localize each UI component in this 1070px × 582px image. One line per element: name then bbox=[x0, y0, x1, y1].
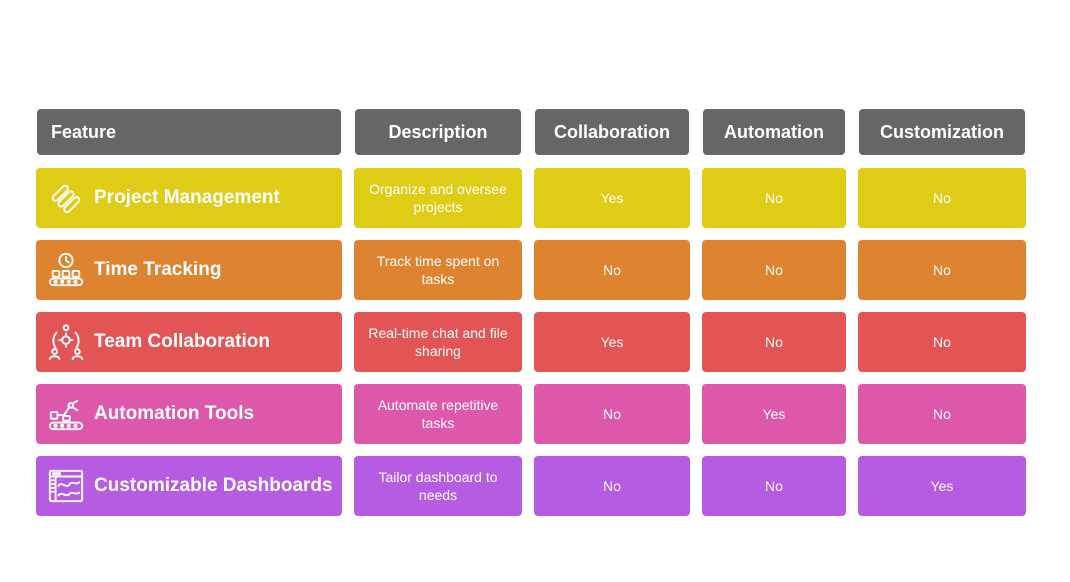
header-collaboration: Collaboration bbox=[535, 109, 689, 155]
time-tracking-icon bbox=[46, 250, 86, 290]
feature-label: Automation Tools bbox=[94, 403, 255, 424]
header-description: Description bbox=[355, 109, 521, 155]
description-cell: Track time spent on tasks bbox=[354, 240, 522, 300]
feature-label: Customizable Dashboards bbox=[94, 475, 333, 496]
description-cell: Automate repetitive tasks bbox=[354, 384, 522, 444]
customization-value: No bbox=[858, 168, 1026, 228]
header-customization: Customization bbox=[859, 109, 1025, 155]
feature-cell-team-collaboration: Team Collaboration bbox=[36, 312, 342, 372]
header-feature: Feature bbox=[37, 109, 341, 155]
automation-value: No bbox=[702, 312, 846, 372]
customization-value: No bbox=[858, 384, 1026, 444]
collaboration-value: No bbox=[534, 384, 690, 444]
collaboration-value: Yes bbox=[534, 312, 690, 372]
feature-label: Time Tracking bbox=[94, 259, 222, 280]
feature-cell-project-management: Project Management bbox=[36, 168, 342, 228]
description-cell: Tailor dashboard to needs bbox=[354, 456, 522, 516]
feature-cell-automation-tools: Automation Tools bbox=[36, 384, 342, 444]
collaboration-value: No bbox=[534, 240, 690, 300]
feature-cell-time-tracking: Time Tracking bbox=[36, 240, 342, 300]
collaboration-value: No bbox=[534, 456, 690, 516]
automation-value: No bbox=[702, 456, 846, 516]
description-cell: Organize and oversee projects bbox=[354, 168, 522, 228]
feature-cell-customizable-dashboards: Customizable Dashboards bbox=[36, 456, 342, 516]
automation-value: No bbox=[702, 240, 846, 300]
automation-value: Yes bbox=[702, 384, 846, 444]
automation-value: No bbox=[702, 168, 846, 228]
project-management-icon bbox=[46, 178, 86, 218]
customization-value: Yes bbox=[858, 456, 1026, 516]
collaboration-value: Yes bbox=[534, 168, 690, 228]
automation-tools-icon bbox=[46, 394, 86, 434]
dashboard-icon bbox=[46, 466, 86, 506]
team-collaboration-icon bbox=[46, 322, 86, 362]
description-cell: Real-time chat and file sharing bbox=[354, 312, 522, 372]
header-automation: Automation bbox=[703, 109, 845, 155]
customization-value: No bbox=[858, 312, 1026, 372]
feature-label: Team Collaboration bbox=[94, 331, 270, 352]
customization-value: No bbox=[858, 240, 1026, 300]
feature-label: Project Management bbox=[94, 187, 280, 208]
